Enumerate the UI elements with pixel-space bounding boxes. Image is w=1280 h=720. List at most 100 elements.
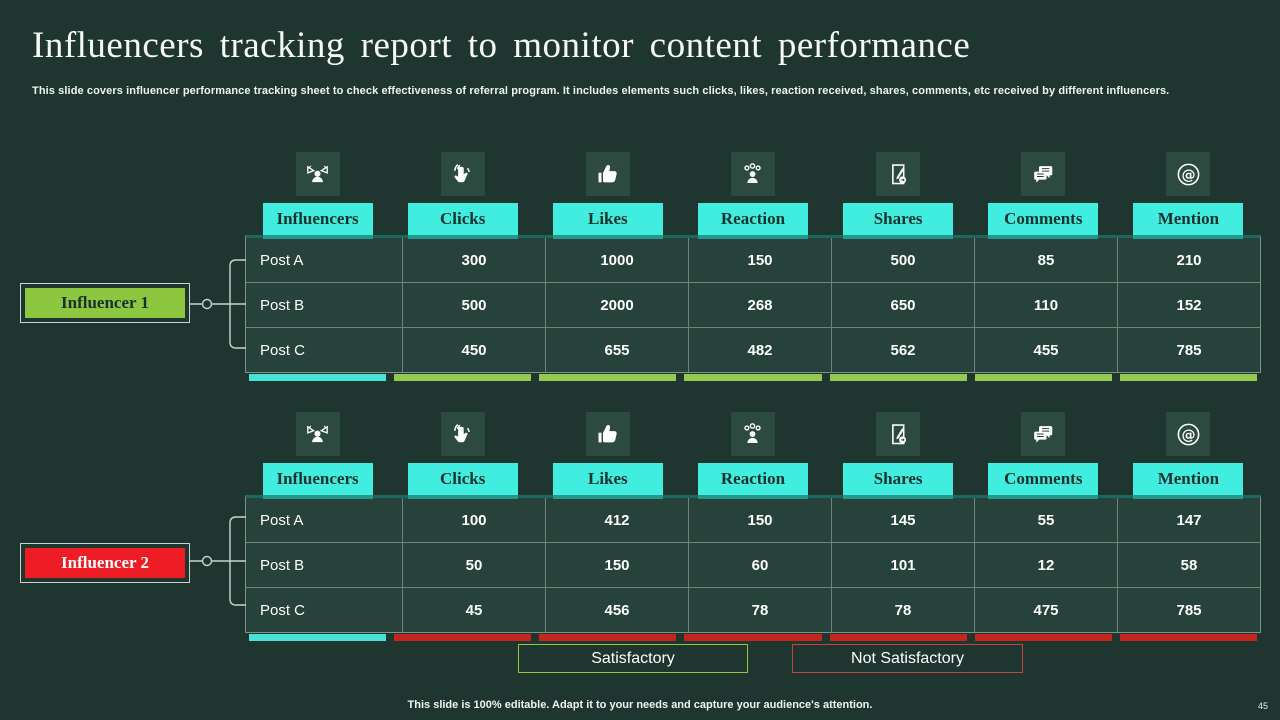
cell-mention: 785 — [1117, 588, 1260, 632]
mention-icon — [1166, 412, 1211, 456]
influencer-icon — [295, 412, 340, 456]
status-bar-satisfactory — [974, 374, 1112, 381]
comments-icon — [1021, 412, 1066, 456]
cell-reaction: 60 — [688, 543, 831, 587]
status-bar-satisfactory — [684, 374, 822, 381]
cell-clicks: 300 — [402, 238, 545, 282]
influencer1-box: Influencer 1 — [20, 283, 190, 323]
table-row: Post A 300 1000 150 500 85 210 — [246, 238, 1260, 282]
post-label: Post B — [260, 556, 305, 574]
comments-icon — [1021, 152, 1066, 196]
cell-likes: 655 — [545, 328, 688, 372]
cell-mention: 152 — [1117, 283, 1260, 327]
influencer2-label: Influencer 2 — [25, 548, 185, 578]
influencer1-connector — [190, 259, 246, 349]
page-title: Influencers tracking report to monitor c… — [32, 25, 971, 66]
cell-mention: 147 — [1117, 498, 1260, 542]
cell-reaction: 150 — [688, 238, 831, 282]
cell-reaction: 78 — [688, 588, 831, 632]
column-header-clicks: Clicks — [407, 203, 518, 235]
mention-icon — [1166, 152, 1211, 196]
page-number: 45 — [1257, 701, 1268, 711]
column-header-likes: Likes — [552, 463, 663, 495]
icon-row — [245, 412, 1261, 456]
status-bar-not-satisfactory — [394, 634, 532, 641]
legend-satisfactory: Satisfactory — [518, 644, 748, 673]
cell-reaction: 150 — [688, 498, 831, 542]
cell-comments: 475 — [974, 588, 1117, 632]
column-header-shares: Shares — [843, 203, 954, 235]
status-bar-satisfactory — [394, 374, 532, 381]
influencer-icon — [295, 152, 340, 196]
share-document-icon — [876, 152, 921, 196]
status-bar-not-satisfactory — [1119, 634, 1257, 641]
table-row: Post B 50 150 60 101 12 58 — [246, 542, 1260, 587]
table-row: Post A 100 412 150 145 55 147 — [246, 498, 1260, 542]
footer-note: This slide is 100% editable. Adapt it to… — [407, 699, 873, 711]
column-header-comments: Comments — [988, 203, 1099, 235]
cell-shares: 145 — [831, 498, 974, 542]
cell-mention: 210 — [1117, 238, 1260, 282]
cell-likes: 412 — [545, 498, 688, 542]
cell-reaction: 482 — [688, 328, 831, 372]
click-icon — [440, 152, 485, 196]
legend-not-satisfactory: Not Satisfactory — [792, 644, 1023, 673]
column-header-row: Influencers Clicks Likes Reaction Shares… — [245, 463, 1261, 495]
post-label: Post B — [260, 296, 305, 314]
cell-likes: 456 — [545, 588, 688, 632]
cell-clicks: 100 — [402, 498, 545, 542]
cell-likes: 150 — [545, 543, 688, 587]
status-bar-not-satisfactory — [539, 634, 677, 641]
post-label: Post A — [260, 511, 304, 529]
cell-shares: 500 — [831, 238, 974, 282]
cell-shares: 78 — [831, 588, 974, 632]
status-bar-not-satisfactory — [684, 634, 822, 641]
reaction-icon — [730, 152, 775, 196]
cell-likes: 2000 — [545, 283, 688, 327]
cell-mention: 58 — [1117, 543, 1260, 587]
cell-shares: 562 — [831, 328, 974, 372]
icon-row — [245, 152, 1261, 196]
status-bar-satisfactory — [829, 374, 967, 381]
column-header-comments: Comments — [988, 463, 1099, 495]
cell-shares: 101 — [831, 543, 974, 587]
column-header-mention: Mention — [1133, 203, 1244, 235]
column-header-clicks: Clicks — [407, 463, 518, 495]
column-header-influencers: Influencers — [262, 203, 373, 235]
status-bar-not-satisfactory — [974, 634, 1112, 641]
column-header-influencers: Influencers — [262, 463, 373, 495]
influencer1-table: Influencers Clicks Likes Reaction Shares… — [245, 152, 1261, 381]
column-header-mention: Mention — [1133, 463, 1244, 495]
cell-comments: 12 — [974, 543, 1117, 587]
table-row: Post C 450 655 482 562 455 785 — [246, 327, 1260, 372]
post-label: Post A — [260, 251, 304, 269]
table-row: Post C 45 456 78 78 475 785 — [246, 587, 1260, 632]
data-grid: Post A 100 412 150 145 55 147 Post B 50 … — [245, 495, 1261, 633]
status-bar-row — [245, 374, 1261, 381]
page-subtitle: This slide covers influencer performance… — [32, 85, 1170, 97]
cell-clicks: 50 — [402, 543, 545, 587]
influencer2-box: Influencer 2 — [20, 543, 190, 583]
reaction-icon — [730, 412, 775, 456]
cell-clicks: 450 — [402, 328, 545, 372]
click-icon — [440, 412, 485, 456]
status-bar-satisfactory — [1119, 374, 1257, 381]
influencer2-table: Influencers Clicks Likes Reaction Shares… — [245, 412, 1261, 641]
status-bar — [249, 634, 387, 641]
cell-comments: 110 — [974, 283, 1117, 327]
thumbs-up-icon — [585, 152, 630, 196]
status-bar-satisfactory — [539, 374, 677, 381]
column-header-shares: Shares — [843, 463, 954, 495]
post-label: Post C — [260, 601, 306, 619]
status-bar-row — [245, 634, 1261, 641]
column-header-reaction: Reaction — [697, 203, 808, 235]
cell-mention: 785 — [1117, 328, 1260, 372]
data-grid: Post A 300 1000 150 500 85 210 Post B 50… — [245, 235, 1261, 373]
influencer1-label: Influencer 1 — [25, 288, 185, 318]
cell-comments: 55 — [974, 498, 1117, 542]
cell-clicks: 45 — [402, 588, 545, 632]
column-header-reaction: Reaction — [697, 463, 808, 495]
cell-likes: 1000 — [545, 238, 688, 282]
cell-reaction: 268 — [688, 283, 831, 327]
